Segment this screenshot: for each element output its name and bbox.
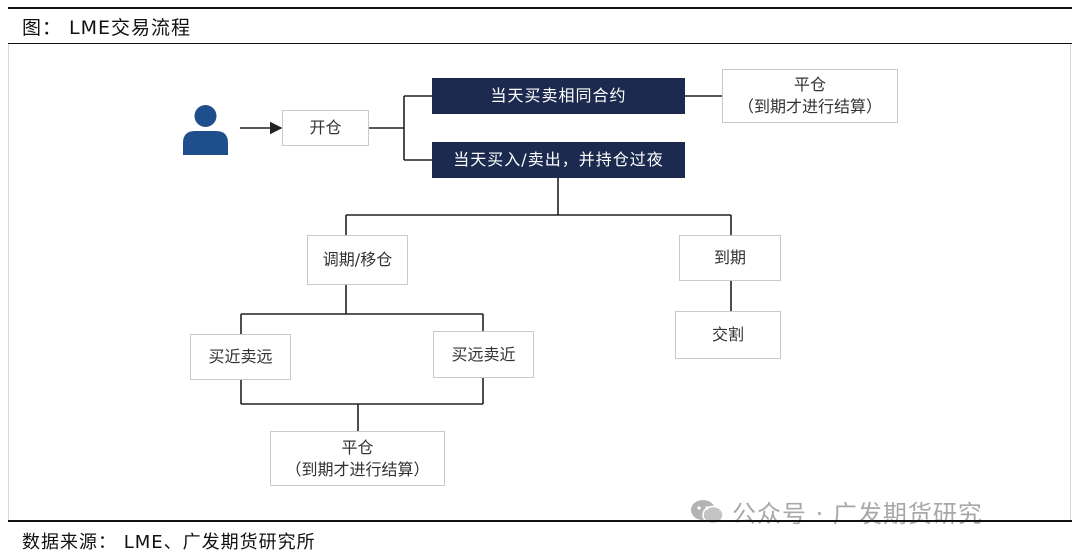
buy-far-sell-near-label: 买远卖近 — [451, 344, 516, 364]
bottom-rule — [8, 520, 1072, 522]
title-rule — [8, 43, 1072, 44]
close-position-top-node: 平仓 （到期才进行结算） — [722, 69, 898, 123]
delivery-node: 交割 — [675, 311, 781, 359]
close-top-line2: （到期才进行结算） — [737, 97, 882, 116]
close-top-line1: 平仓 — [793, 75, 826, 95]
close-bottom-line2: （到期才进行结算） — [285, 459, 430, 479]
diagram-frame — [8, 44, 1071, 521]
person-icon — [183, 105, 228, 155]
delivery-label: 交割 — [711, 325, 744, 345]
open-position-label: 开仓 — [309, 118, 342, 138]
buy-near-sell-far-label: 买近卖远 — [208, 347, 273, 367]
top-rule — [8, 7, 1072, 9]
overnight-hold-node: 当天买入/卖出，并持仓过夜 — [432, 142, 685, 178]
same-day-trade-node: 当天买卖相同合约 — [432, 78, 685, 114]
expiry-node: 到期 — [679, 235, 781, 281]
wechat-icon — [691, 499, 724, 524]
figure-title: 图： LME交易流程 — [22, 17, 192, 39]
watermark-text: 公众号 · 广发期货研究 — [732, 500, 983, 528]
overnight-hold-label: 当天买入/卖出，并持仓过夜 — [453, 150, 664, 170]
open-position-node: 开仓 — [282, 110, 369, 146]
source-note: 数据来源： LME、广发期货研究所 — [22, 532, 316, 553]
roll-label: 调期/移仓 — [322, 250, 393, 270]
close-bottom-line1: 平仓 — [341, 437, 374, 457]
roll-node: 调期/移仓 — [307, 235, 408, 285]
same-day-trade-label: 当天买卖相同合约 — [490, 86, 627, 106]
watermark: 公众号 · 广发期货研究 — [690, 494, 983, 529]
buy-near-sell-far-node: 买近卖远 — [190, 334, 291, 380]
expiry-label: 到期 — [713, 248, 746, 268]
close-position-bottom-node: 平仓 （到期才进行结算） — [270, 431, 445, 486]
buy-far-sell-near-node: 买远卖近 — [433, 331, 534, 378]
